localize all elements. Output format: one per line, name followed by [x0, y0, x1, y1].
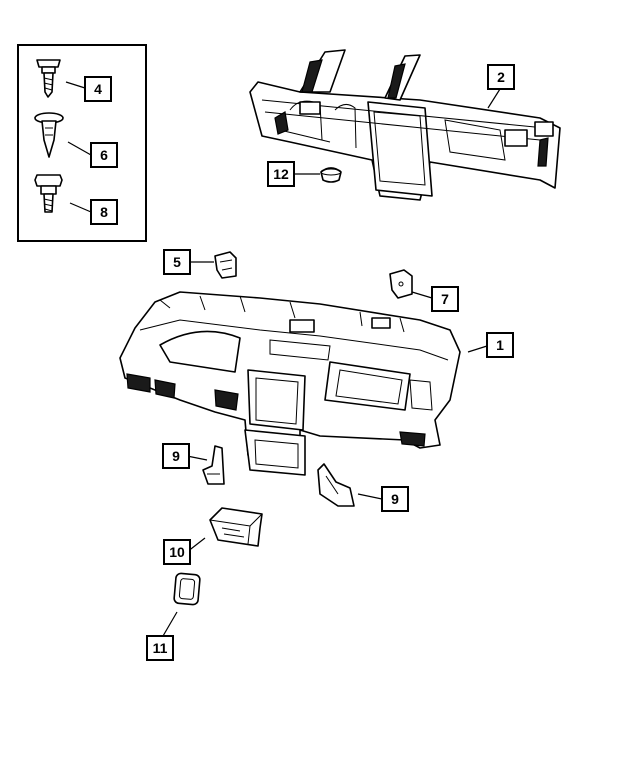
push-pin-part-6: [34, 112, 64, 158]
instrument-panel-carrier-part-2: [249, 49, 561, 201]
instrument-panel-part-1: [119, 291, 461, 476]
callout-4: 4: [84, 76, 112, 102]
callout-9-left: 9: [162, 443, 190, 469]
callout-5: 5: [163, 249, 191, 275]
callout-9-right: 9: [381, 486, 409, 512]
bolt-part-8: [34, 174, 63, 213]
plug-part-12: [320, 167, 342, 183]
callout-label-7: 7: [441, 291, 449, 307]
callout-6: 6: [90, 142, 118, 168]
callout-1: 1: [486, 332, 514, 358]
callout-10: 10: [163, 539, 191, 565]
callout-7: 7: [431, 286, 459, 312]
callout-label-1: 1: [496, 337, 504, 353]
leader-line-2: [487, 88, 501, 109]
leader-line-1: [467, 345, 488, 353]
callout-label-9-left: 9: [172, 448, 180, 464]
bracket-part-7: [389, 269, 413, 299]
callout-label-12: 12: [273, 166, 289, 182]
leader-line-4: [65, 81, 86, 89]
callout-label-5: 5: [173, 254, 181, 270]
callout-label-4: 4: [94, 81, 102, 97]
callout-8: 8: [90, 199, 118, 225]
leader-line-9b: [357, 493, 383, 500]
leader-line-6: [67, 141, 92, 156]
bezel-part-11: [173, 572, 201, 606]
leader-line-8: [69, 202, 92, 213]
callout-12: 12: [267, 161, 295, 187]
bracket-part-9-left: [202, 445, 225, 485]
callout-2: 2: [487, 64, 515, 90]
callout-11: 11: [146, 635, 174, 661]
callout-label-11: 11: [153, 640, 168, 656]
leader-line-9a: [186, 455, 208, 461]
leader-line-11: [162, 611, 178, 637]
leader-line-7: [411, 291, 433, 299]
callout-label-10: 10: [169, 544, 185, 560]
screw-part-4: [36, 59, 61, 98]
hardware-inset-frame: [17, 44, 147, 242]
callout-label-8: 8: [100, 204, 108, 220]
callout-label-2: 2: [497, 69, 505, 85]
bracket-part-9-right: [317, 463, 355, 507]
bracket-part-5: [214, 251, 237, 279]
callout-label-6: 6: [100, 147, 108, 163]
callout-label-9-right: 9: [391, 491, 399, 507]
storage-bin-part-10: [209, 507, 263, 547]
